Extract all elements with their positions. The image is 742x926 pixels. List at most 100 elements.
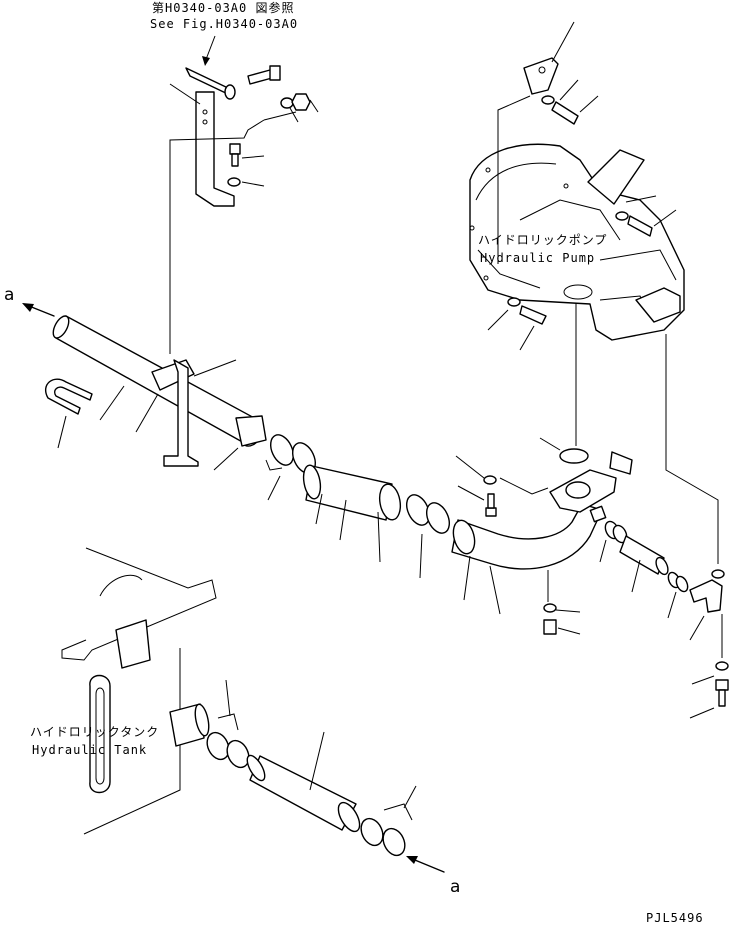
elbow-leader-a [463, 555, 471, 601]
rubber-hose-1-end-b [378, 483, 402, 521]
pump-bolt-hole-3 [483, 275, 489, 281]
pipe-clamp-leader [135, 393, 159, 433]
pump-top-group-line [497, 95, 531, 264]
flange-bolt-shank [487, 493, 495, 509]
suction-pipe-upper-end-left [52, 315, 70, 339]
tank-sight-gauge-inner [95, 687, 105, 785]
u-bolt-leader [57, 415, 67, 449]
rubber-hose-lower-leader [309, 731, 325, 791]
pump-cover-bolt-leader [653, 209, 677, 227]
drain-bolt [543, 619, 557, 635]
hose-clamp-4a [360, 817, 384, 847]
bracket-hole-2 [202, 119, 208, 125]
tank-top-outline [61, 547, 217, 661]
bolt-top [247, 69, 273, 85]
pump-cover-washer [615, 211, 629, 221]
hydraulic-pump-label-jp: ハイドロリックポンプ [478, 233, 607, 247]
drain-washer [543, 603, 557, 613]
pump-housing-edge-1 [475, 162, 557, 201]
reference-label-en: See Fig.H0340-03A0 [150, 17, 298, 31]
suction-elbow-pipe [451, 503, 603, 570]
tank-mount-plate [115, 619, 151, 669]
drawing-code: PJL5496 [646, 911, 704, 925]
pump-top-washer [541, 95, 555, 105]
bracket-washer-leader [241, 181, 265, 187]
bracket-group-line [169, 119, 265, 354]
connection-mark-upper: a [4, 285, 14, 305]
small-clamp-leader [599, 539, 607, 563]
elbow-bolt-leader [689, 707, 715, 719]
washer-top [280, 97, 294, 109]
pump-bolt-hole-4 [563, 183, 569, 189]
hose-1-leader-b [339, 499, 347, 541]
hose-clamp-3b [226, 739, 250, 769]
pipe-flared-end [235, 415, 267, 447]
elbow-bolt-head [715, 679, 729, 691]
pump-housing-edge-3 [599, 249, 677, 281]
hydraulic-tank-label-en: Hydraulic Tank [32, 743, 147, 757]
pump-top-bolt-leader [579, 95, 599, 113]
bracket-leader [169, 83, 201, 105]
small-clamp-4 [675, 575, 689, 593]
pump-top-bracket-leader [551, 21, 575, 63]
elbow-fitting-o-ring [711, 569, 725, 579]
hydraulic-pump-label-en: Hydraulic Pump [480, 251, 595, 265]
pipe-bracket-lower [163, 359, 199, 467]
hose-clamp-2a [405, 494, 431, 526]
drain-washer-leader [555, 609, 581, 613]
pump-top-bracket [523, 57, 559, 95]
hose-clamp-4-leader [403, 785, 417, 809]
elbow-fitting [689, 579, 723, 613]
hose-clamp-1a [269, 434, 295, 466]
pump-outlet-boss [635, 287, 681, 323]
pump-top-bolt [551, 101, 579, 125]
hose-clamp-4-bracket [383, 803, 413, 821]
clamp-leader [193, 359, 237, 377]
bracket-bolt-leader [241, 155, 265, 159]
elbow-fitting-leader [689, 615, 705, 641]
connection-arrow-upper-head [22, 303, 34, 312]
rubber-hose-lower-end-b [337, 801, 361, 833]
connection-mark-lower: a [450, 877, 460, 897]
pump-bolt-hole-2 [469, 225, 475, 231]
feed-pipe-end [224, 84, 236, 100]
elbow-bolt-shank [718, 689, 726, 707]
pump-top-bracket-hole [538, 66, 546, 74]
o-ring [559, 448, 589, 464]
flange-bolt-leader [457, 485, 485, 501]
tank-top-curve [99, 574, 143, 597]
tank-sight-gauge [89, 674, 111, 794]
pump-drain-line [665, 334, 719, 564]
washer-leader [289, 107, 299, 123]
pipe-end-leader [213, 447, 239, 471]
reference-arrowhead [202, 56, 210, 66]
hydraulic-tank-label-jp: ハイドロリックタンク [30, 725, 159, 739]
bolt-top-head [269, 65, 281, 81]
connection-arrow-lower-head [406, 856, 418, 864]
pump-top-washer-leader [559, 79, 579, 101]
suction-elbow-inlet [452, 519, 476, 555]
hose-clamp-3-bracket [217, 713, 239, 731]
pump-mount-bolt-leader [519, 325, 535, 351]
pump-cover-leader [625, 195, 657, 203]
flange-boss [609, 451, 633, 475]
rubber-hose-1-end-a [302, 464, 322, 500]
bracket-bolt-head [229, 143, 241, 155]
pump-cover-plate [587, 149, 645, 205]
hose-clamp-4b [382, 827, 406, 857]
flange-bolt-head [485, 507, 497, 517]
bracket-group-line-2 [263, 111, 297, 121]
pump-housing-edge-2 [477, 249, 541, 289]
bracket-hole-1 [202, 109, 208, 115]
reference-label-jp: 第H0340-03A0 図参照 [152, 0, 294, 15]
flange-washer-leader [455, 455, 485, 479]
pump-housing-edge-5 [519, 199, 621, 241]
small-hose-leader [631, 559, 641, 593]
hydraulic-pump-body [469, 143, 685, 341]
flange-washer [483, 475, 497, 485]
flange-port [565, 481, 591, 499]
tank-outlet-pipe-end [194, 703, 210, 737]
hose-clamp-2b [425, 502, 451, 534]
hose-1-leader-a [315, 493, 323, 525]
